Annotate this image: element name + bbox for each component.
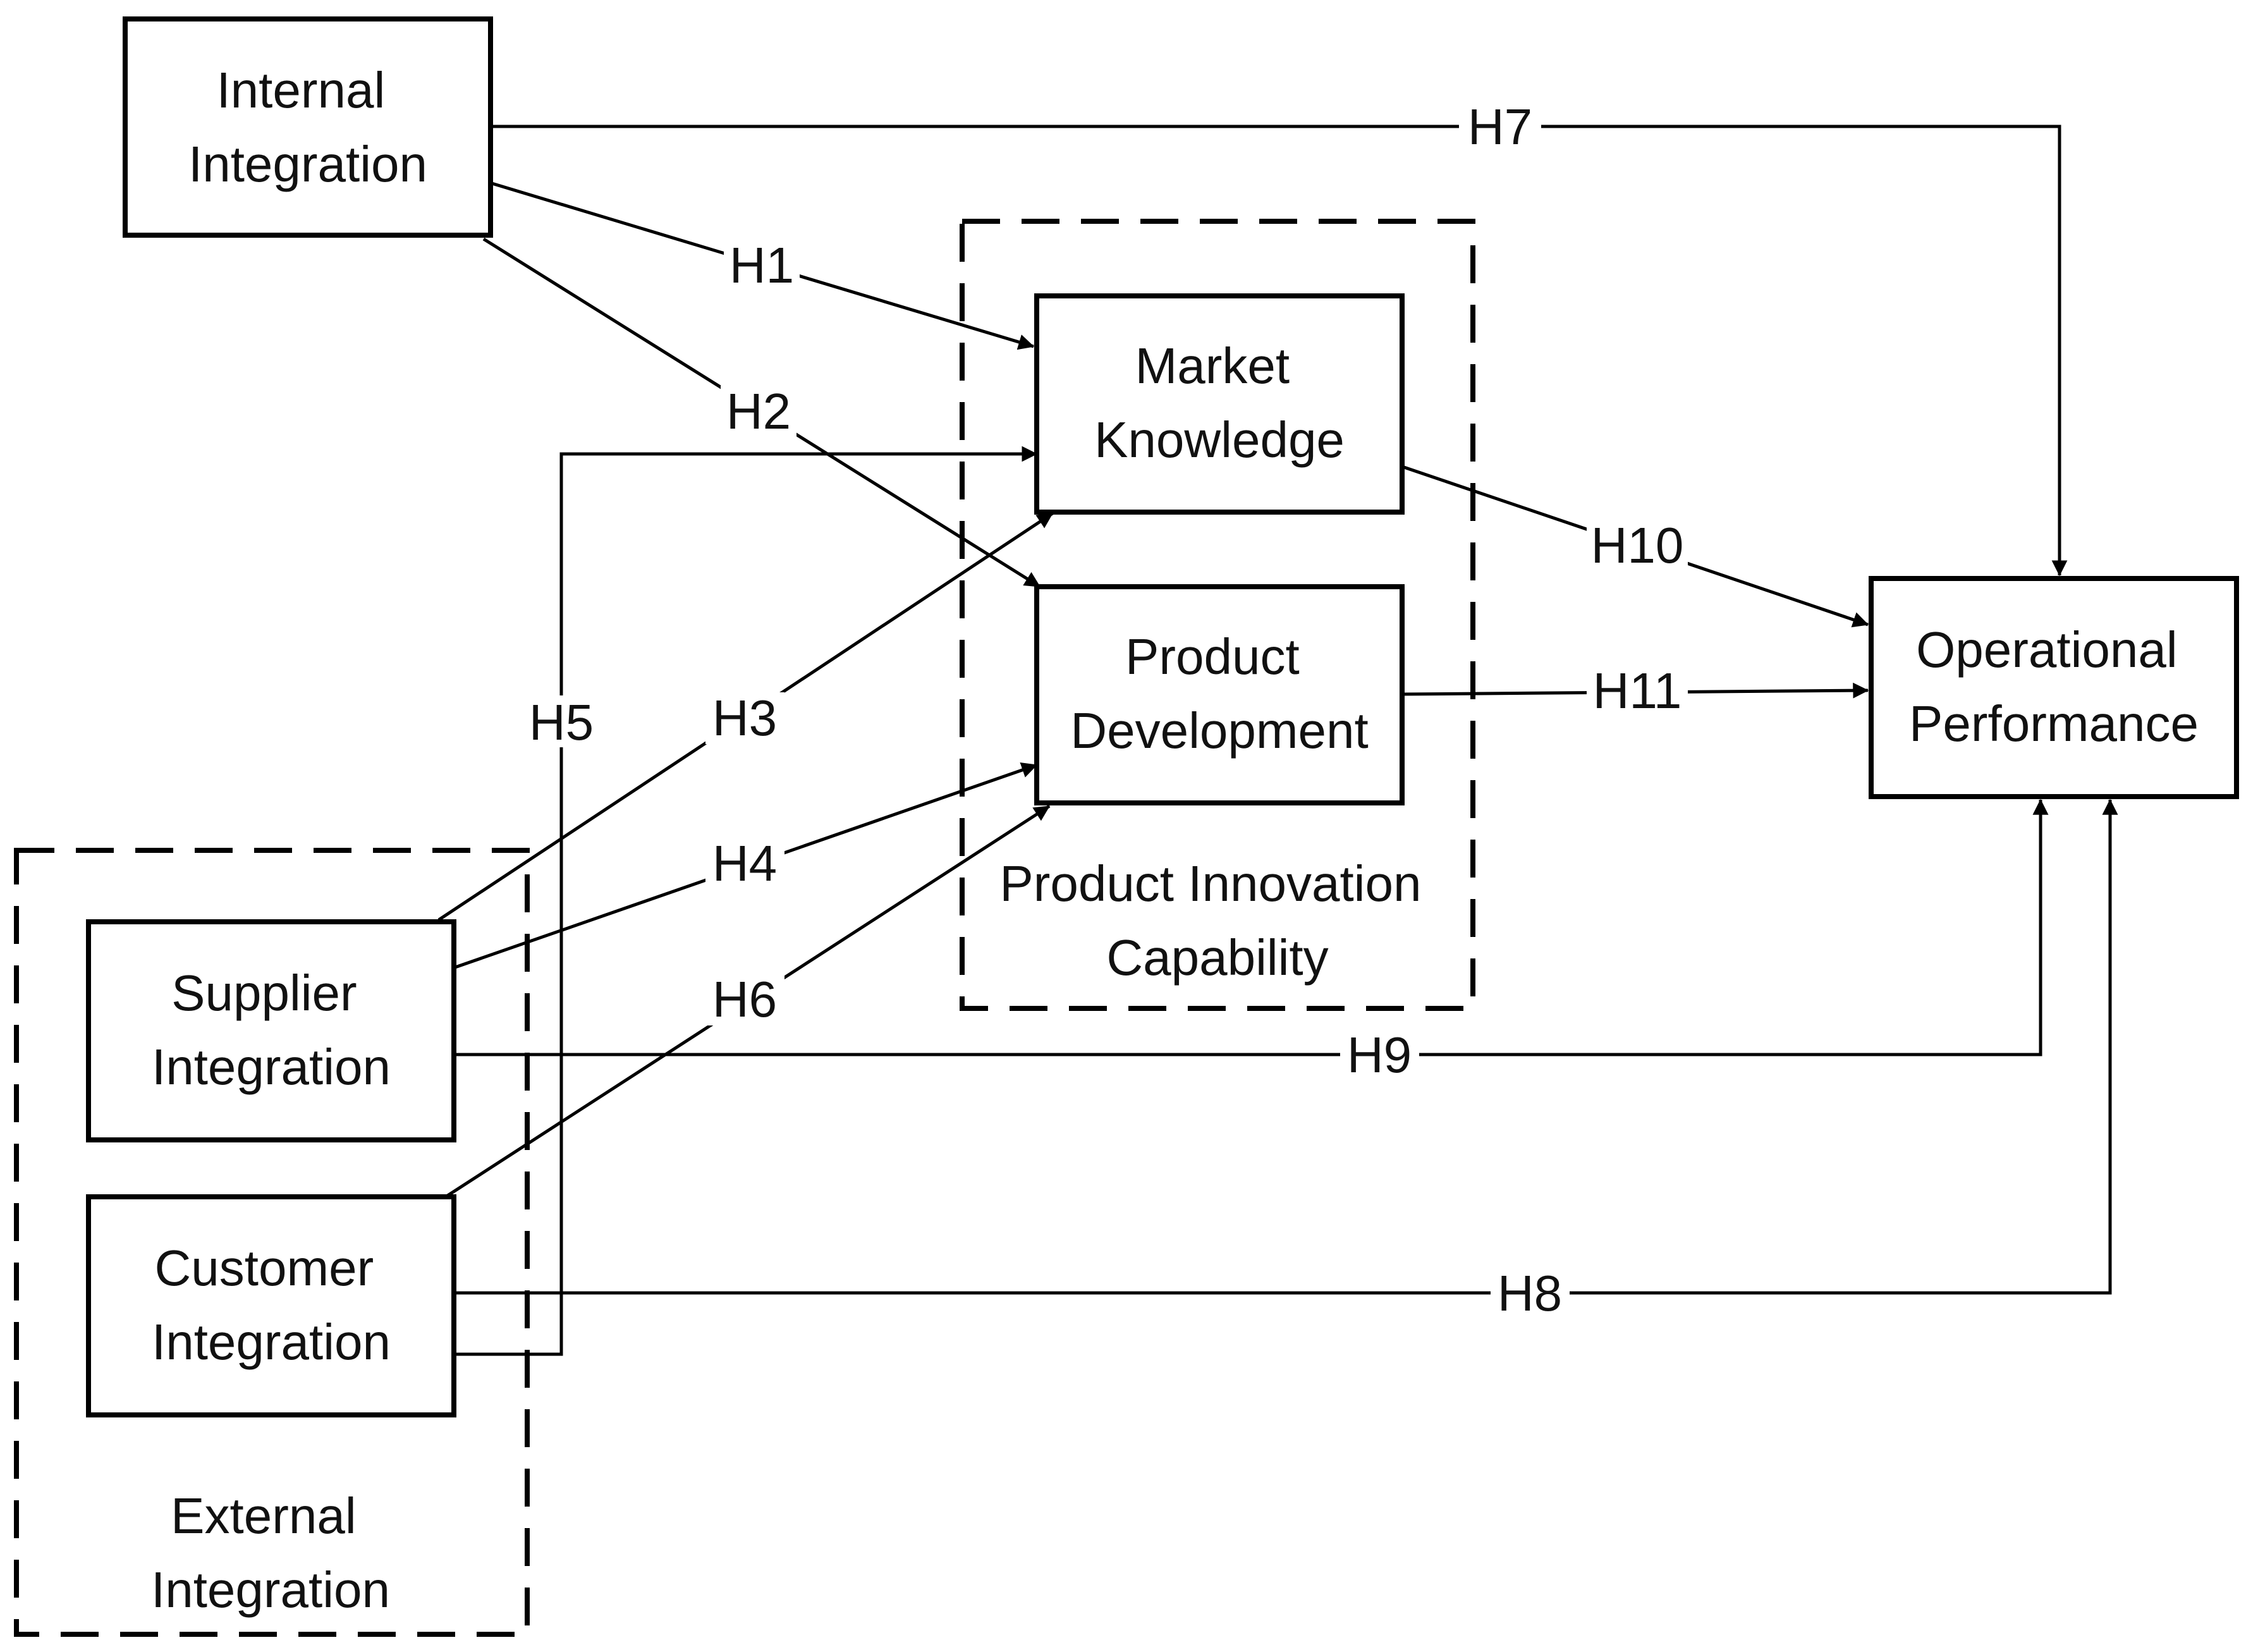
- group-pic-line-2: Capability: [1106, 929, 1328, 986]
- product-line-1: Product: [1125, 628, 1300, 685]
- node-product-development: Product Development: [1034, 584, 1405, 805]
- svg-text:Supplier Integration: Supplier Integration: [152, 965, 391, 1095]
- edge-h9: [455, 798, 2049, 1056]
- label-h11: H11: [1593, 663, 1682, 719]
- group-pic-label: Product Innovation Capability: [999, 855, 1435, 986]
- internal-line-2: Integration: [188, 136, 427, 192]
- group-external-integration: External Integration: [14, 848, 530, 1637]
- customer-line-1: Customer: [155, 1240, 374, 1296]
- edge-labels: H7 H1 H2 H5 H3 H4 H6 H9 H8 H10 H11: [522, 99, 1688, 1321]
- label-h9: H9: [1347, 1027, 1412, 1083]
- svg-text:Internal Integration: Internal Integration: [188, 62, 427, 192]
- label-h2: H2: [726, 383, 791, 439]
- product-line-2: Development: [1070, 702, 1368, 759]
- market-line-2: Knowledge: [1094, 412, 1345, 468]
- edge-h7: [492, 125, 2068, 577]
- node-market-knowledge: Market Knowledge: [1034, 293, 1405, 515]
- edge-h8: [455, 798, 2118, 1295]
- internal-line-1: Internal: [216, 62, 385, 118]
- group-external-label: External Integration: [151, 1488, 390, 1618]
- svg-text:Product Development: Product Development: [1070, 628, 1368, 759]
- connector-overlay: [454, 1291, 569, 1356]
- svg-text:Operational Performance: Operational Performance: [1909, 621, 2199, 752]
- label-h3: H3: [712, 690, 777, 746]
- group-external-line-1: External: [171, 1488, 356, 1544]
- group-external-line-2: Integration: [151, 1562, 390, 1618]
- supplier-line-2: Integration: [152, 1039, 391, 1095]
- group-product-innovation-capability: Product Innovation Capability: [960, 219, 1475, 1011]
- node-customer-integration: Customer Integration: [86, 1194, 456, 1417]
- supplier-line-1: Supplier: [171, 965, 357, 1021]
- node-operational-performance: Operational Performance: [1869, 576, 2239, 799]
- node-supplier-integration: Supplier Integration: [86, 919, 456, 1142]
- market-line-1: Market: [1135, 338, 1290, 394]
- group-pic-line-1: Product Innovation: [999, 855, 1421, 912]
- svg-text:Customer Integration: Customer Integration: [152, 1240, 391, 1370]
- label-h8: H8: [1498, 1265, 1562, 1321]
- operational-line-1: Operational: [1916, 621, 2178, 678]
- label-h7: H7: [1468, 99, 1532, 155]
- operational-line-2: Performance: [1909, 695, 2199, 752]
- label-h6: H6: [712, 971, 777, 1027]
- node-internal-integration: Internal Integration: [123, 16, 493, 238]
- label-h4: H4: [712, 835, 777, 891]
- label-h10: H10: [1591, 517, 1684, 573]
- customer-line-2: Integration: [152, 1314, 391, 1370]
- svg-text:Market Knowledge: Market Knowledge: [1094, 338, 1345, 468]
- label-h1: H1: [729, 237, 794, 293]
- edge-h5: [455, 446, 1038, 1356]
- label-h5: H5: [529, 694, 594, 750]
